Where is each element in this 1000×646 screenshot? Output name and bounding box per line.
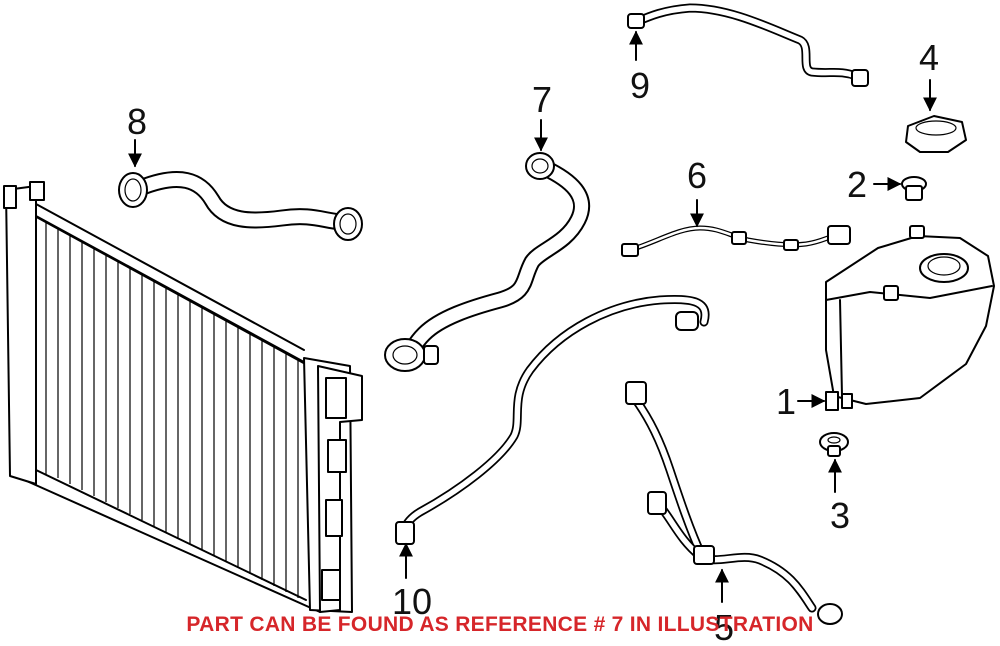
callout-1: 1 (776, 381, 796, 422)
coolant-pipe-10 (395, 294, 710, 545)
reference-caption: PART CAN BE FOUND AS REFERENCE # 7 IN IL… (186, 613, 814, 636)
callout-3: 3 (830, 495, 850, 536)
callout-4: 4 (919, 37, 939, 78)
callout-7: 7 (532, 79, 552, 120)
upper-radiator-hose-8 (118, 171, 363, 241)
vent-line-9 (627, 3, 869, 87)
callout-2: 2 (847, 164, 867, 205)
mount-grommet-3 (819, 432, 849, 457)
expansion-tank-1 (825, 225, 995, 411)
tank-cap-4 (905, 115, 967, 153)
radiator (3, 181, 363, 613)
radiator-fins (45, 222, 299, 598)
callout-5: 5 (714, 607, 734, 646)
callout-6: 6 (687, 155, 707, 196)
callout-10: 10 (392, 581, 432, 622)
coolant-hose-7 (384, 152, 591, 372)
callout-9: 9 (630, 65, 650, 106)
callout-8: 8 (127, 101, 147, 142)
level-sensor-wire-6 (621, 225, 851, 257)
leader-arrows (128, 30, 937, 603)
coolant-hose-5 (625, 381, 843, 625)
bleed-plug-2 (901, 176, 927, 201)
